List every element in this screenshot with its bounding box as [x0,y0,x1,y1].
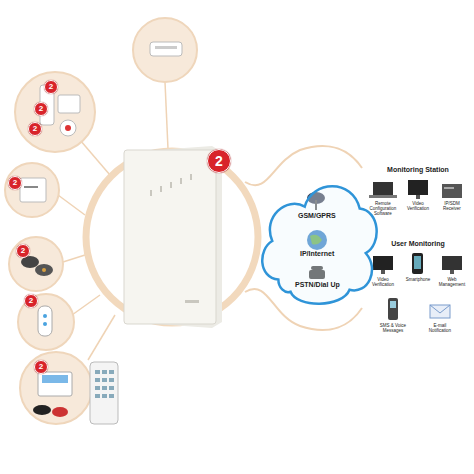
callout-number: 2 [34,360,48,374]
channel-label: IP/Internet [300,250,334,258]
callout-number: 2 [34,102,48,116]
device-label: IP/SDM Receiver [435,202,469,212]
callout-number: 2 [207,149,231,173]
device-label: Remote Configuration Software [366,202,400,217]
group-heading: Monitoring Station [373,166,463,174]
callout-number: 2 [16,244,30,258]
device-label: E-mail Notification [422,324,458,334]
device-label: Video Verification [401,202,435,212]
group-heading: User Monitoring [373,240,463,248]
device-label: SMS & Voice Messages [375,324,411,334]
channel-label: PSTN/Dial Up [295,281,340,289]
device-label: Web Management [435,278,469,288]
device-label: Smartphone [401,278,435,283]
network-cloud: GSM/GPRS IP/InternetPSTN/Dial Up [256,168,378,310]
callout-number: 2 [24,294,38,308]
callout-number: 2 [8,176,22,190]
cloud-outline [256,168,378,310]
channel-label: GSM/GPRS [298,212,336,220]
device-label: Video Verification [366,278,400,288]
callout-number: 2 [28,122,42,136]
callout-number: 2 [44,80,58,94]
